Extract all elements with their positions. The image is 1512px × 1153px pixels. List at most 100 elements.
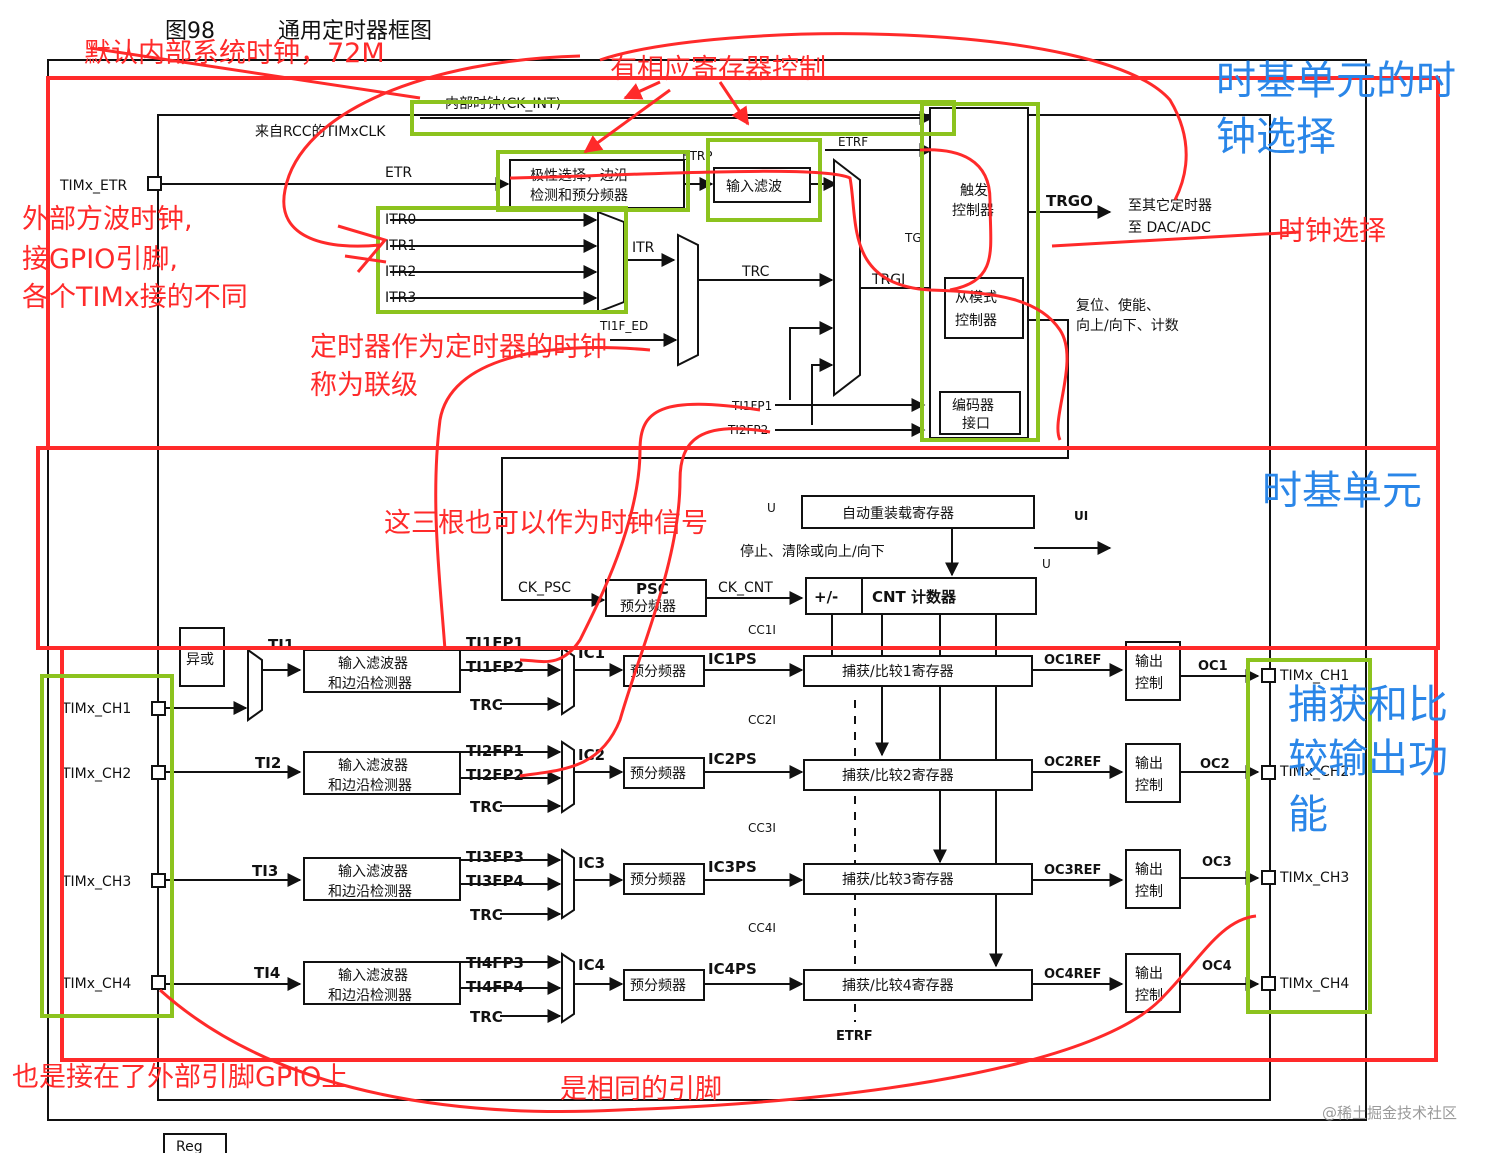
ic2-mux [561, 740, 575, 814]
filter1-line2: 和边沿检测器 [328, 676, 412, 692]
oc2ref-label: OC2REF [1044, 755, 1101, 770]
oc3-label: OC3 [1202, 855, 1232, 870]
annotation-ext-line2: 接GPIO引脚, [22, 244, 178, 275]
trc3-label: TRC [470, 906, 503, 924]
ccr3-label: 捕获/比较3寄存器 [842, 871, 954, 888]
ti1f-ed-label: TI1F_ED [599, 319, 648, 333]
ch2-pin [151, 765, 166, 780]
out1-line1: 输出 [1135, 654, 1163, 670]
prescaler-ch3 [623, 863, 705, 895]
reset-line1: 复位、使能、 [1076, 297, 1160, 314]
outer-frame [47, 59, 1367, 1121]
ch3-label: TIMx_CH3 [61, 874, 131, 890]
out4-line1: 输出 [1135, 966, 1163, 982]
trgi-mux [833, 157, 861, 398]
annotation-clock-select: 时钟选择 [1278, 216, 1386, 247]
reg-legend-label: Reg [176, 1139, 203, 1153]
oc4-label: OC4 [1202, 959, 1232, 974]
cc2i-label: CC2I [748, 713, 776, 727]
out-ch3-label: TIMx_CH3 [1279, 870, 1349, 886]
stroke-etrf-path [919, 148, 993, 292]
annotation-also-gpio: 也是接在了外部引脚GPIO上 [12, 1062, 348, 1093]
arrow-register-polarity [583, 88, 671, 154]
ic4-mux [561, 952, 575, 1024]
trc2-label: TRC [470, 798, 503, 816]
out-ch3-pin [1261, 870, 1276, 885]
etr-label: ETR [385, 165, 412, 181]
arrow-register-left [623, 80, 661, 100]
timx-etr-pin [147, 176, 162, 191]
section-capture-line1: 捕获和比 [1288, 682, 1448, 728]
polarity-line2: 检测和预分频器 [530, 188, 628, 204]
ic3-mux [561, 848, 575, 920]
trigger-controller-block [929, 107, 1029, 439]
xor-block [179, 627, 225, 687]
itr-mux [597, 210, 625, 314]
encoder-line2: 接口 [962, 415, 990, 432]
stroke-clock-path [509, 169, 1069, 441]
ti1-mux [247, 648, 263, 722]
etrf-bottom-label: ETRF [836, 1029, 873, 1044]
section-capture-line3: 能 [1288, 792, 1328, 838]
r-ti4fp3-label: TI4FP3 [466, 954, 524, 972]
annotation-ext-line3: 各个TIMx接的不同 [22, 282, 248, 313]
u-label: U [1042, 557, 1051, 571]
ch3-pin [151, 873, 166, 888]
ic4-label: IC4 [578, 956, 605, 974]
filter-block-ch3 [303, 857, 461, 901]
annotation-three-lines: 这三根也可以作为时钟信号 [384, 508, 708, 539]
ic4ps-label: IC4PS [708, 960, 757, 978]
prescaler3-label: 预分频器 [630, 872, 686, 888]
out3-line1: 输出 [1135, 862, 1163, 878]
output-pins-highlight [1246, 658, 1372, 1014]
filter3-line1: 输入滤波器 [338, 864, 408, 880]
annotation-ext-line1: 外部方波时钟, [22, 204, 193, 235]
ti1-label: TI1 [268, 636, 294, 654]
time-base-section: 自动重装载寄存器 U 停止、清除或向上/向下 UI U PSC 预分频器 CK_… [518, 495, 1112, 617]
cnt-sign-label: +/- [814, 588, 838, 606]
prescaler4-label: 预分频器 [630, 978, 686, 994]
input-filter-label: 输入滤波 [726, 179, 782, 195]
stroke-ti1fp1-path [519, 402, 761, 664]
stroke-top-loop [599, 32, 1188, 201]
cnt-block [805, 577, 1037, 615]
stroke-same-pin [158, 914, 1257, 1113]
ti3-label: TI3 [252, 862, 278, 880]
cc3i-label: CC3I [748, 821, 776, 835]
ck-cnt-label: CK_CNT [718, 580, 773, 596]
to-other-line2: 至 DAC/ADC [1128, 220, 1211, 236]
r-ti2fp1-label: TI2FP1 [466, 742, 524, 760]
r-ti4fp4-label: TI4FP4 [466, 978, 524, 996]
itr3-label: ITR3 [385, 290, 416, 306]
ck-int-highlight [410, 100, 956, 136]
section-capture-line2: 较输出功 [1288, 736, 1448, 782]
oc1ref-label: OC1REF [1044, 653, 1101, 668]
itr0-label: ITR0 [385, 212, 416, 228]
itr1-label: ITR1 [385, 238, 416, 254]
trigger-line2: 控制器 [952, 203, 994, 219]
capture-compare-section: 异或 TIMx_CH1 TIMx_CH2 TIMx_CH3 TIMx_CH4 T… [61, 614, 1349, 1153]
tgi-label: TGI [904, 231, 925, 245]
ccr4-block [803, 969, 1033, 1001]
slave-line2: 控制器 [955, 313, 997, 329]
u-arr-label: U [767, 501, 776, 515]
ch4-label: TIMx_CH4 [61, 976, 131, 992]
reset-line2: 向上/向下、计数 [1076, 318, 1179, 334]
trgo-label: TRGO [1046, 192, 1093, 210]
out-ch1-label: TIMx_CH1 [1279, 668, 1349, 684]
oc4ref-label: OC4REF [1044, 967, 1101, 982]
ic2ps-label: IC2PS [708, 750, 757, 768]
prescaler1-label: 预分频器 [630, 664, 686, 680]
filter4-line2: 和边沿检测器 [328, 988, 412, 1004]
annotation-register-control: 有相应寄存器控制 [610, 54, 826, 85]
prescaler-ch2 [623, 757, 705, 789]
filter2-line1: 输入滤波器 [338, 758, 408, 774]
arrow-register-right [718, 81, 750, 126]
ch4-pin [151, 975, 166, 990]
out4-line2: 控制 [1135, 988, 1163, 1004]
psc-bottom-label: 预分频器 [620, 599, 676, 615]
ic1ps-label: IC1PS [708, 650, 757, 668]
filter2-line2: 和边沿检测器 [328, 778, 412, 794]
reg-legend-box [163, 1133, 227, 1153]
ui-label: UI [1074, 509, 1088, 523]
